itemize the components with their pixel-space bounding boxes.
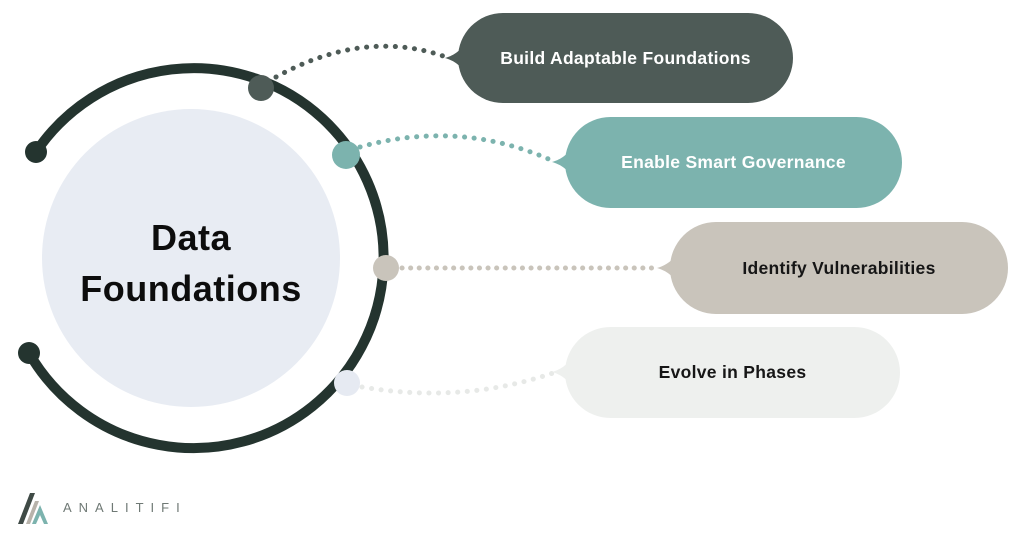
pill-label: Enable Smart Governance [621, 152, 846, 172]
pill-enable-smart-governance: Enable Smart Governance [565, 117, 902, 208]
ring-end-dot-top [25, 141, 47, 163]
center-title-line1: Data [150, 217, 232, 258]
brand-footer: ANALITIFI [16, 489, 187, 525]
center-title: Data Foundations [41, 212, 341, 314]
connector-1 [273, 43, 449, 80]
pill-label: Identify Vulnerabilities [742, 257, 936, 278]
node-4 [334, 370, 360, 396]
ring-end-dot-bottom [18, 342, 40, 364]
node-2 [332, 141, 360, 169]
analitifi-logo-icon [18, 493, 48, 524]
connector-4 [359, 370, 556, 396]
node-1 [248, 75, 274, 101]
pill-label: Evolve in Phases [658, 362, 807, 382]
node-3 [373, 255, 399, 281]
pill-evolve-in-phases: Evolve in Phases [565, 327, 900, 418]
connector-2 [357, 133, 556, 164]
pill-build-adaptable-foundations: Build Adaptable Foundations [458, 13, 793, 103]
pill-identify-vulnerabilities: Identify Vulnerabilities [670, 222, 1008, 314]
pill-label: Build Adaptable Foundations [500, 47, 751, 68]
center-title-line2: Foundations [80, 268, 302, 309]
center-circle [42, 109, 340, 407]
brand-name: ANALITIFI [63, 499, 187, 515]
